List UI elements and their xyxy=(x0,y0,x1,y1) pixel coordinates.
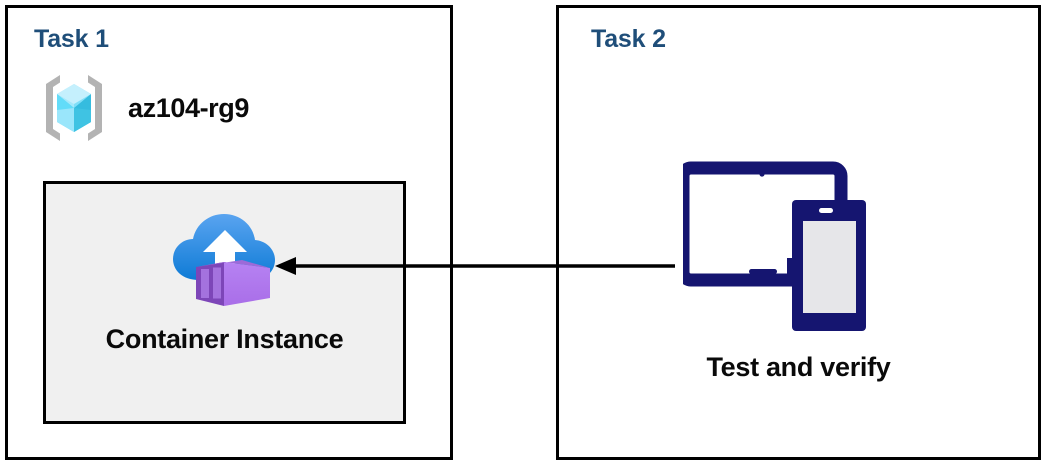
tablet-and-phone-icon xyxy=(683,161,866,331)
panel-title-task-1: Task 1 xyxy=(34,25,109,53)
resource-group-label: az104-rg9 xyxy=(128,92,249,123)
panel-title-task-2: Task 2 xyxy=(591,25,666,53)
azure-container-instance-icon xyxy=(172,214,275,306)
test-and-verify-label: Test and verify xyxy=(706,352,891,382)
azure-resource-group-icon xyxy=(46,75,102,141)
resource-group-row: az104-rg9 xyxy=(36,70,249,146)
container-instance-label: Container Instance xyxy=(105,324,344,354)
panel-task-1: Task 1 xyxy=(5,5,453,460)
container-instance-card: Container Instance xyxy=(43,181,406,424)
